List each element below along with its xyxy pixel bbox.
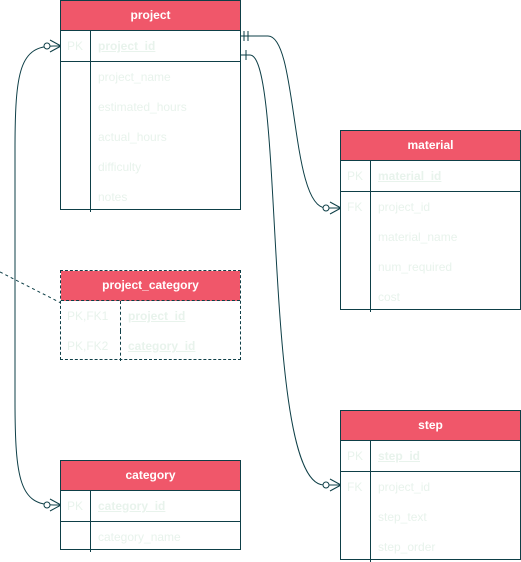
entity-category[interactable]: category PK category_id category_name <box>60 460 241 552</box>
field-name: category_id <box>98 499 166 513</box>
entity-row: notes <box>61 182 240 212</box>
field-name: project_id <box>98 39 156 53</box>
field-name: step_order <box>378 540 436 554</box>
entity-project[interactable]: project PK project_id project_name estim… <box>60 0 241 212</box>
field-name: num_required <box>378 260 453 274</box>
entity-row: FK project_id <box>341 192 520 222</box>
key-label <box>61 122 91 152</box>
connector-project-crowfoot-top <box>49 39 62 47</box>
connector-project-material-crowfoot-bottom <box>329 207 342 215</box>
connector-project-material-crowfoot-top <box>329 201 342 209</box>
entity-project-category-header: project_category <box>61 271 240 301</box>
entity-row: PK step_id <box>341 441 520 472</box>
entity-step[interactable]: step PK step_id FK project_id step_text … <box>340 410 521 562</box>
connector-association-project-category <box>0 271 62 304</box>
entity-row: step_text <box>341 502 520 532</box>
field-name: step_id <box>378 449 421 463</box>
key-label <box>341 502 371 532</box>
entity-material[interactable]: material PK material_id FK project_id ma… <box>340 130 521 312</box>
connector-project-step-zero-mark <box>322 481 330 489</box>
field-name: step_text <box>378 510 427 524</box>
connector-project-zero-mark <box>43 42 51 50</box>
field-name: project_name <box>98 70 171 84</box>
entity-row: PK material_id <box>341 161 520 192</box>
key-label: FK <box>341 472 371 502</box>
connector-project-crowfoot-bottom <box>49 45 62 53</box>
field-name: project_id <box>378 200 431 214</box>
connector-project-material <box>241 35 341 209</box>
entity-row: actual_hours <box>61 122 240 152</box>
connector-project-step-crowfoot-top <box>329 478 342 486</box>
connector-project-category <box>14 45 61 506</box>
entity-row: num_required <box>341 252 520 282</box>
entity-category-header: category <box>61 461 240 491</box>
entity-step-header: step <box>341 411 520 441</box>
key-label: PK,FK2 <box>61 331 121 361</box>
entity-row: estimated_hours <box>61 92 240 122</box>
entity-row: project_name <box>61 62 240 92</box>
key-label: PK <box>61 491 91 521</box>
key-label: FK <box>341 192 371 222</box>
field-name: material_name <box>378 230 458 244</box>
entity-row: category_name <box>61 522 240 552</box>
entity-row: PK,FK1 project_id <box>61 301 240 331</box>
key-label: PK <box>341 161 371 191</box>
field-name: cost <box>378 290 401 304</box>
key-label: PK <box>341 441 371 471</box>
entity-row: cost <box>341 282 520 312</box>
entity-row: step_order <box>341 532 520 562</box>
field-name: notes <box>98 190 128 204</box>
key-label <box>61 62 91 92</box>
entity-project-header: project <box>61 1 240 31</box>
entity-material-header: material <box>341 131 520 161</box>
entity-row: material_name <box>341 222 520 252</box>
key-label <box>341 222 371 252</box>
connector-category-crowfoot-bottom <box>49 504 62 512</box>
field-name: estimated_hours <box>98 100 187 114</box>
connector-category-zero-mark <box>43 501 51 509</box>
key-label <box>61 182 91 212</box>
connector-project-step <box>241 54 341 486</box>
key-label <box>341 282 371 312</box>
key-label: PK <box>61 31 91 61</box>
field-name: actual_hours <box>98 130 167 144</box>
connector-project-step-crowfoot-bottom <box>329 484 342 492</box>
key-label <box>61 522 91 552</box>
field-name: difficulty <box>98 160 142 174</box>
entity-row: PK project_id <box>61 31 240 62</box>
field-name: project_id <box>128 309 186 323</box>
entity-project-category[interactable]: project_category PK,FK1 project_id PK,FK… <box>60 270 241 361</box>
connector-category-crowfoot-top <box>49 498 62 506</box>
key-label <box>61 152 91 182</box>
entity-row: PK category_id <box>61 491 240 522</box>
key-label <box>341 532 371 562</box>
connector-project-material-zero-mark <box>322 204 330 212</box>
field-name: category_id <box>128 339 196 353</box>
entity-row: FK project_id <box>341 472 520 502</box>
key-label: PK,FK1 <box>61 301 121 331</box>
field-name: material_id <box>378 169 442 183</box>
field-name: project_id <box>378 480 431 494</box>
key-label <box>341 252 371 282</box>
key-label <box>61 92 91 122</box>
entity-row: PK,FK2 category_id <box>61 331 240 361</box>
entity-row: difficulty <box>61 152 240 182</box>
field-name: category_name <box>98 530 181 544</box>
